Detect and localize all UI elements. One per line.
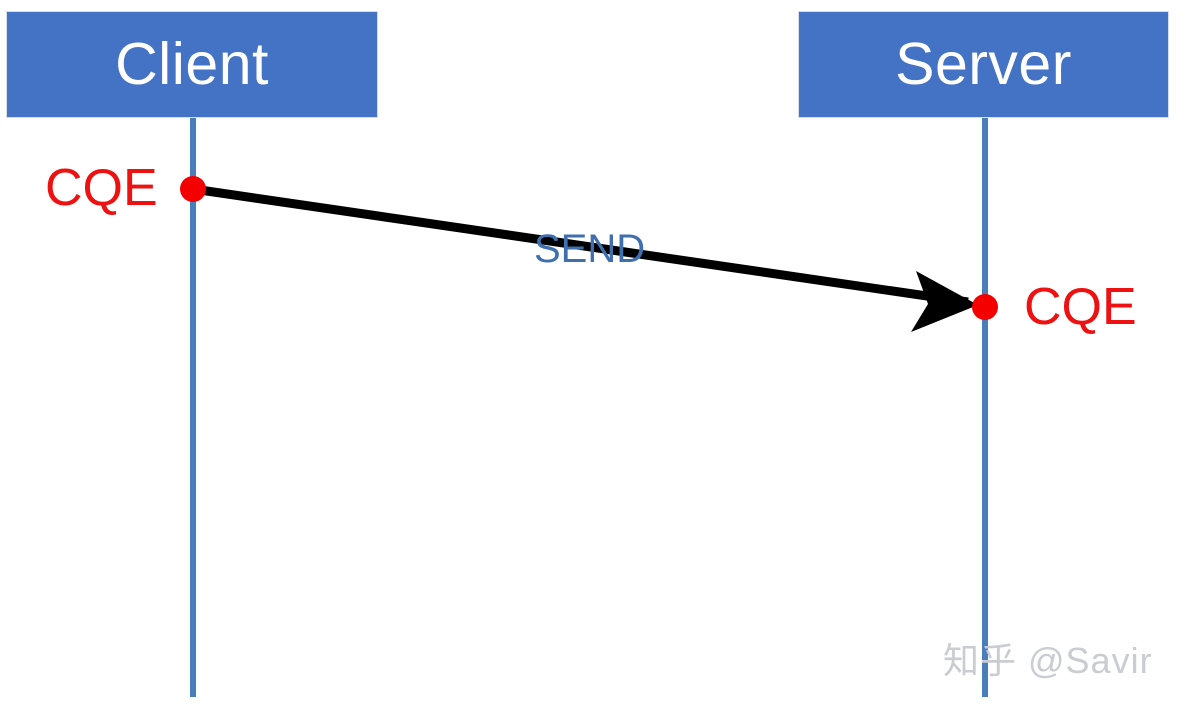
participant-label-server: Server [895,31,1072,97]
event-marker-client-cqe [180,176,206,202]
participant-box-server[interactable]: Server [798,11,1169,118]
message-arrowhead-send [911,271,978,332]
message-line-send [192,184,969,307]
event-label-client-cqe: CQE [45,159,158,217]
participant-label-client: Client [115,31,269,97]
event-label-server-cqe: CQE [1024,278,1137,336]
message-label-send: SEND [534,227,646,271]
participant-box-client[interactable]: Client [6,11,378,118]
watermark: 知乎 @Savir [943,640,1153,681]
event-marker-server-cqe [972,294,998,320]
